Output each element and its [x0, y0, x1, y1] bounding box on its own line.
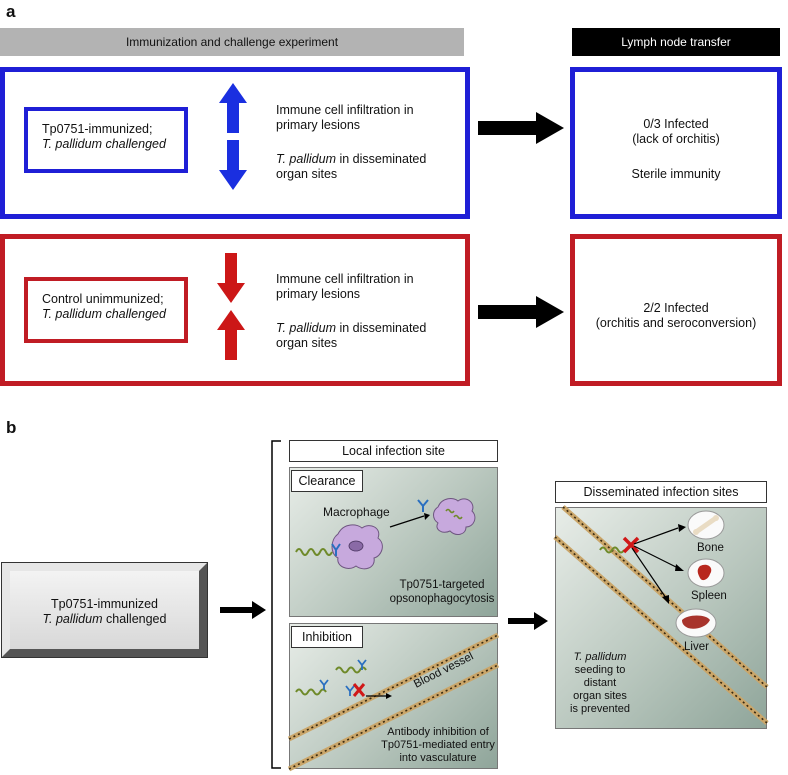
row2-effect2-species: T. pallidum: [276, 321, 336, 335]
panel-b-arrow2-icon: [508, 612, 548, 630]
red-up-arrow-icon: [217, 310, 245, 360]
seeding-line4: organ sites: [573, 690, 627, 702]
row1-effect2-line2: organ sites: [276, 167, 338, 181]
row1-right-arrow-icon: [478, 112, 564, 144]
row1-result-line1: 0/3 Infected: [643, 117, 709, 131]
row2-right-arrow-icon: [478, 296, 564, 328]
panel-b-group-line1: Tp0751-immunized: [51, 597, 158, 611]
disseminated-header: Disseminated infection sites: [555, 481, 767, 503]
row1-group-line1: Tp0751-immunized;: [42, 122, 153, 136]
row1-group-line2: T. pallidum challenged: [42, 137, 166, 151]
row2-result-line2: (orchitis and seroconversion): [595, 316, 757, 330]
blue-down-arrow-icon: [219, 140, 247, 190]
row2-group-box: Control unimmunized; T. pallidum challen…: [24, 277, 188, 343]
blood-vessel-icon: [287, 632, 500, 772]
antibody-line1: Antibody inhibition of: [387, 726, 489, 738]
lymph-node-transfer-header: Lymph node transfer: [572, 28, 780, 56]
panel-b-group-species: T. pallidum: [42, 612, 103, 626]
row1-effect2-rest: in disseminated: [336, 152, 427, 166]
clearance-label: Clearance: [291, 470, 363, 492]
seeding-species: T. pallidum: [573, 651, 627, 663]
engulfing-macrophage-icon: [433, 498, 476, 535]
panel-b-arrow1-icon: [220, 601, 266, 619]
row2-effect2-rest: in disseminated: [336, 321, 427, 335]
bone-icon: [687, 510, 725, 540]
row2-result-box: 2/2 Infected (orchitis and seroconversio…: [570, 234, 782, 386]
opsono-line1: Tp0751-targeted: [399, 579, 485, 591]
spirochete-antibody-icon: [295, 543, 341, 556]
antibody-line2: Tp0751-mediated entry: [381, 739, 495, 751]
seeding-line5: is prevented: [570, 703, 630, 715]
spleen-icon: [687, 558, 725, 588]
row1-result-line3: Sterile immunity: [631, 167, 721, 181]
seeding-text: T. pallidum seeding to distant organ sit…: [556, 651, 644, 716]
row2-group-line1: Control unimmunized;: [42, 292, 164, 306]
row2-outer-box: [0, 234, 470, 386]
row2-group-line2: T. pallidum challenged: [42, 307, 166, 321]
row1-effect2-species: T. pallidum: [276, 152, 336, 166]
panel-b-letter: b: [6, 418, 17, 437]
macrophage-label: Macrophage: [323, 505, 390, 519]
spirochetes-icon: [295, 659, 367, 696]
blue-up-arrow-icon: [219, 83, 247, 133]
row2-effect2-line2: organ sites: [276, 336, 338, 350]
antibody-text: Antibody inhibition of Tp0751-mediated e…: [376, 726, 500, 765]
row2-effect1-line2: primary lesions: [276, 287, 361, 301]
row1-effect1-line2: primary lesions: [276, 118, 361, 132]
bracket: [271, 440, 281, 769]
organ-liver-label: Liver: [684, 641, 709, 653]
row2-effect2: T. pallidum in disseminated organ sites: [276, 321, 426, 351]
row1-result-line2: (lack of orchitis): [632, 132, 720, 146]
seeding-line3: distant: [583, 677, 617, 689]
immunization-header: Immunization and challenge experiment: [0, 28, 464, 56]
organ-bone-label: Bone: [697, 542, 724, 554]
liver-icon: [675, 608, 717, 638]
panel-b-group-rest: challenged: [102, 612, 167, 626]
organ-spleen-label: Spleen: [691, 590, 727, 602]
clearance-panel: [289, 467, 498, 617]
row2-effect1: Immune cell infiltration in primary lesi…: [276, 272, 414, 302]
row2-result-line1: 2/2 Infected: [643, 301, 709, 315]
red-down-arrow-icon: [217, 253, 245, 303]
opsono-text: Tp0751-targeted opsonophagocytosis: [382, 578, 502, 606]
local-infection-header: Local infection site: [289, 440, 498, 462]
row1-result-box: 0/3 Infected (lack of orchitis) Sterile …: [570, 67, 782, 219]
antibody-line3: into vasculature: [399, 752, 477, 764]
seeding-line2: seeding to: [574, 664, 626, 676]
row1-group-box: Tp0751-immunized; T. pallidum challenged: [24, 107, 188, 173]
panel-a-letter: a: [6, 2, 16, 21]
macrophage-icon: [331, 524, 383, 570]
row1-outer-box: [0, 67, 470, 219]
row2-effect1-line1: Immune cell infiltration in: [276, 272, 414, 286]
dissem-block-arrows-icon: [622, 524, 686, 604]
row1-effect1-line1: Immune cell infiltration in: [276, 103, 414, 117]
row1-effect2: T. pallidum in disseminated organ sites: [276, 152, 426, 182]
dissem-spirochete-icon: [599, 546, 625, 554]
panel-b-group-box: Tp0751-immunized T. pallidum challenged: [2, 563, 207, 657]
clearance-arrow-icon: [389, 513, 430, 528]
opsono-line2: opsonophagocytosis: [389, 593, 495, 605]
inhibition-label: Inhibition: [291, 626, 363, 648]
antibody-icon: [417, 499, 429, 512]
blocked-entry-icon: [352, 683, 392, 699]
row1-effect1: Immune cell infiltration in primary lesi…: [276, 103, 414, 133]
